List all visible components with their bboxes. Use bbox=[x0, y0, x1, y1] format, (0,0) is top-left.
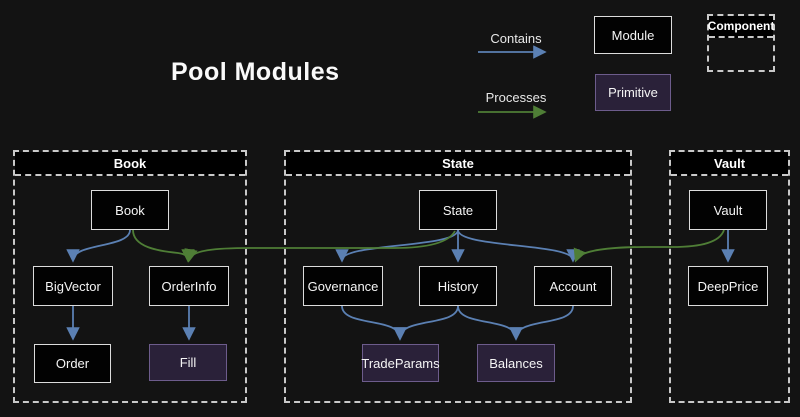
node-book: Book bbox=[91, 190, 169, 230]
node-book-label: Book bbox=[115, 202, 145, 218]
container-vault: Vault bbox=[669, 150, 790, 403]
node-deepprice: DeepPrice bbox=[688, 266, 768, 306]
node-orderinfo-label: OrderInfo bbox=[161, 278, 217, 294]
node-state-label: State bbox=[442, 202, 474, 218]
node-tradeparams-label: TradeParams bbox=[361, 355, 440, 371]
node-history: History bbox=[419, 266, 497, 306]
node-governance: Governance bbox=[303, 266, 383, 306]
container-state-label: State bbox=[442, 155, 474, 171]
container-book: Book bbox=[13, 150, 247, 403]
node-history-label: History bbox=[437, 278, 479, 294]
node-bigvector: BigVector bbox=[33, 266, 113, 306]
container-state-header: State bbox=[286, 152, 630, 176]
legend-module-box: Module bbox=[594, 16, 672, 54]
container-book-header: Book bbox=[15, 152, 245, 176]
legend-contains-label: Contains bbox=[490, 31, 542, 46]
legend-component-box: Component bbox=[707, 14, 775, 72]
node-order: Order bbox=[34, 344, 111, 383]
node-bigvector-label: BigVector bbox=[45, 278, 101, 294]
node-account-label: Account bbox=[549, 278, 597, 294]
legend-component-label: Component bbox=[707, 19, 775, 33]
node-vault-label: Vault bbox=[713, 202, 743, 218]
node-state: State bbox=[419, 190, 497, 230]
node-order-label: Order bbox=[55, 356, 90, 371]
legend-component-header: Component bbox=[707, 16, 775, 38]
container-vault-label: Vault bbox=[713, 155, 746, 171]
container-state: State bbox=[284, 150, 632, 403]
node-account: Account bbox=[534, 266, 612, 306]
container-vault-header: Vault bbox=[671, 152, 788, 176]
page-title: Pool Modules bbox=[171, 58, 340, 86]
legend-module-label: Module bbox=[611, 27, 655, 43]
legend-primitive-label: Primitive bbox=[608, 85, 658, 100]
node-orderinfo: OrderInfo bbox=[149, 266, 229, 306]
node-fill: Fill bbox=[149, 344, 227, 381]
legend-primitive-box: Primitive bbox=[595, 74, 671, 111]
node-balances: Balances bbox=[477, 344, 555, 382]
node-deepprice-label: DeepPrice bbox=[697, 278, 759, 294]
node-balances-label: Balances bbox=[489, 355, 543, 371]
container-book-label: Book bbox=[113, 155, 147, 171]
node-vault: Vault bbox=[689, 190, 767, 230]
node-governance-label: Governance bbox=[307, 278, 379, 294]
node-tradeparams: TradeParams bbox=[361, 344, 440, 382]
node-fill-label: Fill bbox=[179, 355, 197, 370]
legend-processes-label: Processes bbox=[485, 90, 547, 105]
